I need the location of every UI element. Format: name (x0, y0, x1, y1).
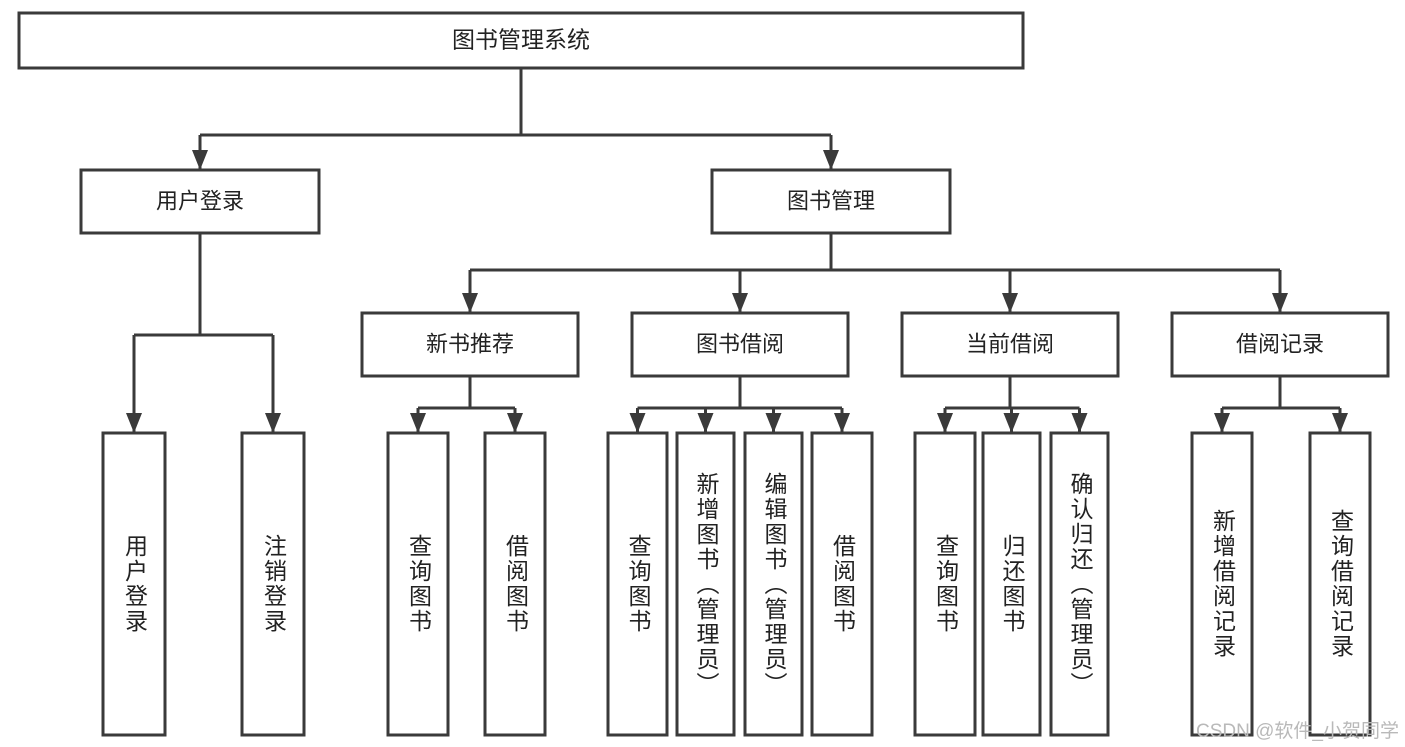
node-label-book-borrow: 图书借阅 (696, 331, 784, 356)
arrow-head-icon (1002, 293, 1018, 313)
node-box-leaf-borrow-book-1[interactable] (483, 431, 547, 737)
arrow-head-icon (192, 150, 208, 170)
arrow-head-icon (1332, 413, 1348, 433)
node-box-leaf-query-record[interactable] (1308, 431, 1372, 737)
arrow-head-icon (1071, 413, 1088, 433)
arrow-head-icon (1003, 413, 1020, 433)
node-box-leaf-add-record[interactable] (1190, 431, 1254, 737)
arrow-head-icon (629, 413, 646, 433)
arrow-head-icon (834, 413, 850, 433)
node-box-leaf-edit-book[interactable] (743, 431, 804, 737)
node-label-borrow-record: 借阅记录 (1236, 331, 1324, 356)
node-box-leaf-add-book[interactable] (675, 431, 736, 737)
arrow-head-icon (765, 413, 782, 433)
node-box-current-borrow[interactable] (900, 311, 1120, 378)
node-label-root: 图书管理系统 (452, 27, 590, 53)
arrow-head-icon (697, 413, 714, 433)
node-label-current-borrow: 当前借阅 (966, 331, 1054, 356)
node-box-borrow-record[interactable] (1170, 311, 1390, 378)
node-box-leaf-borrow-book-2[interactable] (810, 431, 874, 737)
node-box-leaf-user-logout[interactable] (240, 431, 306, 737)
arrow-head-icon (823, 150, 839, 170)
node-box-leaf-query-book-1[interactable] (386, 431, 450, 737)
arrow-head-icon (462, 293, 478, 313)
arrow-head-icon (732, 293, 748, 313)
node-box-new-book-recommend[interactable] (360, 311, 580, 378)
arrow-head-icon (1214, 413, 1230, 433)
arrow-head-icon (507, 413, 523, 433)
node-box-leaf-return-book[interactable] (981, 431, 1042, 737)
arrow-head-icon (1272, 293, 1288, 313)
edge-layer (126, 68, 1348, 433)
node-box-leaf-user-login[interactable] (101, 431, 167, 737)
node-box-root[interactable] (17, 11, 1025, 70)
node-label-user-login: 用户登录 (156, 188, 244, 213)
node-box-leaf-confirm-return[interactable] (1049, 431, 1110, 737)
arrow-head-icon (410, 413, 426, 433)
watermark: CSDN @软件_小贺同学 (1196, 721, 1399, 742)
arrow-head-icon (265, 413, 281, 433)
node-box-leaf-query-book-2[interactable] (606, 431, 669, 737)
node-box-leaf-query-book-3[interactable] (913, 431, 977, 737)
arrow-head-icon (937, 413, 953, 433)
box-layer (17, 11, 1390, 737)
node-label-new-book-recommend: 新书推荐 (426, 331, 514, 356)
arrow-head-icon (126, 413, 142, 433)
node-box-book-borrow[interactable] (630, 311, 850, 378)
node-label-book-manage: 图书管理 (787, 188, 875, 213)
node-box-user-login[interactable] (79, 168, 321, 235)
node-box-book-manage[interactable] (710, 168, 952, 235)
